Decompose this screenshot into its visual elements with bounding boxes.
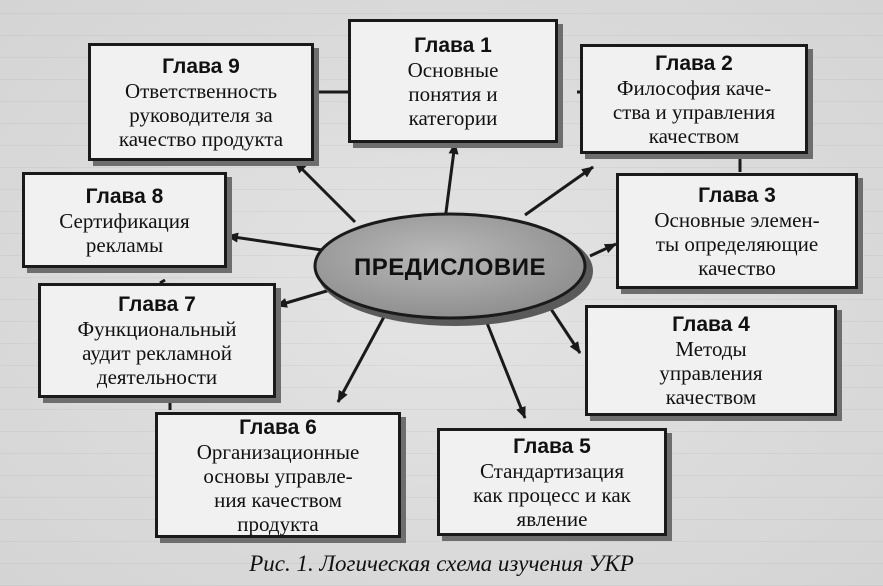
chapter-7-heading: Глава 7 (118, 293, 196, 316)
chapter-7-box: Глава 7 Функциональный аудит рекламной д… (38, 283, 276, 398)
center-ellipse (313, 212, 587, 320)
chapter-6-box: Глава 6 Организационные основы управле- … (155, 412, 401, 538)
center-label: ПРЕДИСЛОВИЕ (354, 254, 546, 281)
chapter-6-heading: Глава 6 (239, 415, 317, 439)
chapter-1-text: Основные понятия и категории (407, 57, 499, 130)
chapter-3-text: Основные элемен- ты определяющие качеств… (654, 207, 820, 280)
chapter-3-box: Глава 3 Основные элемен- ты определяющие… (616, 173, 858, 289)
chapter-4-heading: Глава 4 (672, 313, 750, 336)
arrow-to-chapter-2 (524, 165, 594, 217)
chapter-9-box: Глава 9 Ответственность руководителя за … (88, 43, 314, 161)
arrow-to-chapter-8 (226, 232, 323, 252)
arrow-to-chapter-3 (589, 242, 617, 258)
chapter-6-text: Организационные основы управле- ния каче… (196, 439, 360, 536)
chapter-4-box: Глава 4 Методы управления качеством (585, 305, 837, 416)
arrow-to-chapter-6 (336, 314, 387, 403)
chapter-9-text: Ответственность руководителя за качество… (118, 78, 284, 151)
chapter-5-heading: Глава 5 (513, 434, 591, 458)
chapter-2-text: Философия каче- ства и управления качест… (612, 75, 776, 148)
chapter-1-box: Глава 1 Основные понятия и категории (348, 19, 558, 143)
arrow-to-chapter-1 (443, 142, 459, 221)
chapter-2-box: Глава 2 Философия каче- ства и управлени… (580, 44, 808, 154)
chapter-5-text: Стандартизация как процесс и как явление (473, 458, 631, 531)
chapter-8-heading: Глава 8 (85, 184, 164, 208)
chapter-4-text: Методы управления качеством (659, 337, 763, 409)
chapter-1-heading: Глава 1 (414, 33, 492, 57)
chapter-8-box: Глава 8 Сертификация рекламы (22, 172, 227, 268)
chapter-3-heading: Глава 3 (698, 183, 776, 207)
chapter-8-text: Сертификация рекламы (59, 208, 190, 257)
chapter-9-heading: Глава 9 (162, 54, 240, 78)
chapter-7-text: Функциональный аудит рекламной деятельно… (77, 317, 237, 389)
arrow-to-chapter-5 (483, 317, 527, 419)
arrow-to-chapter-7 (275, 288, 331, 308)
chapter-2-heading: Глава 2 (655, 51, 733, 75)
figure-caption: Рис. 1. Логическая схема изучения УКР (249, 551, 634, 576)
arrow-to-chapter-9 (293, 160, 357, 224)
chapter-5-box: Глава 5 Стандартизация как процесс и как… (437, 428, 667, 536)
